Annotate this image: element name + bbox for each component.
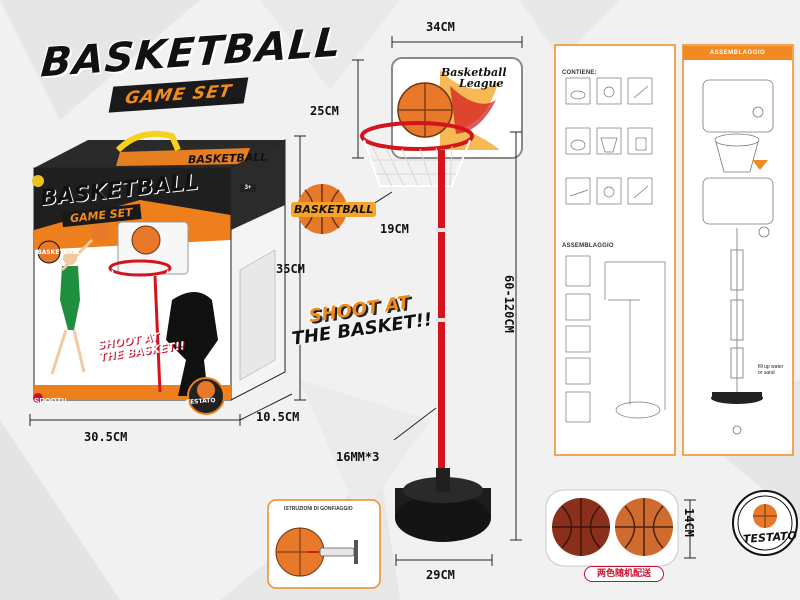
- ball-size-label: 14CM: [682, 508, 696, 537]
- board-width-label: 34CM: [426, 20, 455, 34]
- backboard-label: Basketball League: [441, 67, 507, 89]
- rim-diameter-label: 19CM: [380, 222, 409, 236]
- box-basketball-badge: BASKETBALL: [37, 249, 81, 256]
- pole-label: 16MM*3: [336, 450, 380, 464]
- box-height-label: 35CM: [276, 262, 305, 276]
- board-height-label: 25CM: [310, 104, 339, 118]
- age-badge: 3+: [240, 184, 256, 192]
- height-range-label: 60-120CM: [502, 275, 516, 333]
- box-depth-label: 10.5CM: [256, 410, 300, 424]
- random-color-caption: 两色随机配送: [584, 566, 664, 582]
- sport-label: SPORT!!: [34, 397, 67, 406]
- backboard-label-line2: League: [459, 77, 504, 90]
- box-width-label: 30.5CM: [84, 430, 128, 444]
- fill-note: fill up water or sand: [758, 364, 784, 376]
- contents-title: CONTIENE:: [562, 70, 597, 76]
- base-width-label: 29CM: [426, 568, 455, 582]
- basketball-badge-label: BASKETBALL: [291, 202, 377, 217]
- backboard-label-line1: Basketball: [441, 66, 507, 79]
- assembly-small-title: ASSEMBLAGGIO: [562, 243, 614, 249]
- box-top-title: BASKETBALL: [187, 150, 268, 167]
- assembly-title: ASSEMBLAGGIO: [683, 46, 792, 60]
- box-handle: [115, 130, 181, 153]
- inflation-title: ISTRUZIONI DI GONFIAGGIO: [284, 506, 353, 512]
